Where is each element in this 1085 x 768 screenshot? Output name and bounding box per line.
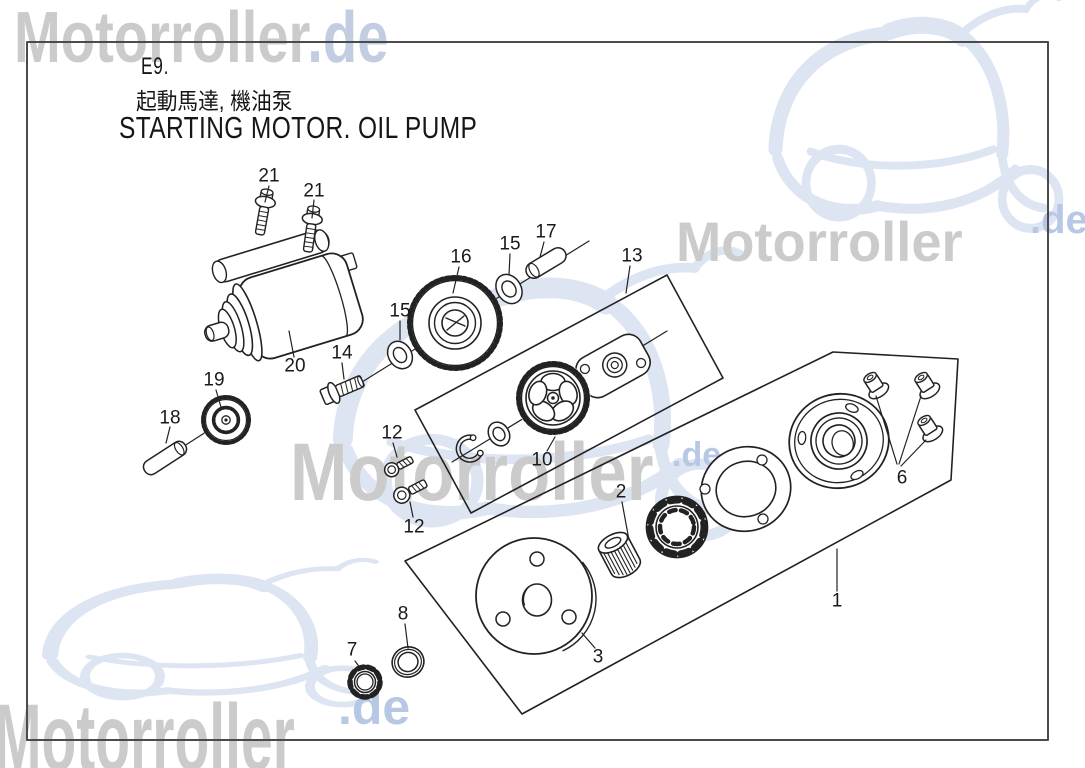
part-20-starting-motor bbox=[203, 229, 364, 362]
callout-2: 2 bbox=[616, 482, 627, 503]
callout-10: 10 bbox=[531, 450, 552, 471]
watermark-brand-right: Motorroller bbox=[676, 210, 963, 273]
callout-17: 17 bbox=[535, 222, 556, 243]
part-12-screws bbox=[383, 456, 428, 504]
watermark-brand-center: Motorroller bbox=[290, 427, 654, 518]
part-19-idle-gear bbox=[201, 395, 251, 445]
diagram-frame bbox=[26, 41, 1049, 741]
part-14-bolt bbox=[319, 375, 365, 406]
part-starter-clutch-ring bbox=[699, 445, 792, 533]
callout-1: 1 bbox=[832, 591, 843, 612]
callout-19: 19 bbox=[203, 370, 224, 391]
section-code: E9. bbox=[141, 53, 170, 80]
page-title-chinese: 起動馬達, 機油泵 bbox=[136, 88, 293, 114]
callout-16: 16 bbox=[450, 247, 471, 268]
part-circlip bbox=[455, 434, 484, 463]
callout-21: 21 bbox=[258, 166, 279, 187]
watermark-brand-topleft: Motorroller.de bbox=[14, 2, 388, 74]
callout-leader-lines bbox=[165, 185, 927, 670]
callout-20: 20 bbox=[284, 356, 305, 377]
part-17-pin bbox=[525, 247, 567, 279]
callout-6: 6 bbox=[897, 468, 908, 489]
part-3-driven-disc bbox=[475, 537, 597, 655]
part-6-bolts bbox=[863, 371, 944, 443]
part-7-lock-nut bbox=[347, 664, 383, 700]
part-one-way-clutch bbox=[645, 495, 709, 559]
watermark-de-right: .de bbox=[1030, 198, 1085, 242]
callout-13: 13 bbox=[621, 246, 642, 267]
callout-12: 12 bbox=[381, 423, 402, 444]
part-15-washer bbox=[386, 340, 414, 370]
part-10-oil-pump-gear bbox=[515, 360, 591, 436]
callout-14: 14 bbox=[331, 343, 353, 364]
part-18-shaft bbox=[142, 440, 188, 476]
page-title: STARTING MOTOR. OIL PUMP bbox=[119, 110, 478, 145]
callout-labels: 21 21 16 15 17 13 15 14 20 19 18 12 12 1… bbox=[159, 166, 907, 668]
callout-12: 12 bbox=[403, 517, 424, 538]
callout-21: 21 bbox=[303, 181, 324, 202]
watermark-suffix-text: .de bbox=[307, 0, 389, 78]
part-1-bearing-hub bbox=[788, 392, 890, 490]
part-13-oil-pump-assembly-box bbox=[414, 274, 724, 514]
part-2-needle-bearing bbox=[597, 531, 642, 579]
callout-18: 18 bbox=[159, 408, 180, 429]
part-washer-small bbox=[487, 421, 511, 447]
callout-8: 8 bbox=[398, 604, 409, 625]
watermark-brand-bottom: Motorroller bbox=[0, 685, 295, 768]
callout-3: 3 bbox=[593, 647, 604, 668]
part-16-starter-gear bbox=[407, 275, 503, 371]
callout-15: 15 bbox=[499, 234, 520, 255]
callout-7: 7 bbox=[347, 640, 358, 661]
part-8-washer bbox=[391, 646, 425, 678]
callout-15: 15 bbox=[389, 301, 410, 322]
watermark-brand-text: Motorroller bbox=[14, 0, 308, 78]
part-15-washer bbox=[495, 273, 523, 305]
part-1-cover-plate-plane bbox=[404, 351, 959, 715]
